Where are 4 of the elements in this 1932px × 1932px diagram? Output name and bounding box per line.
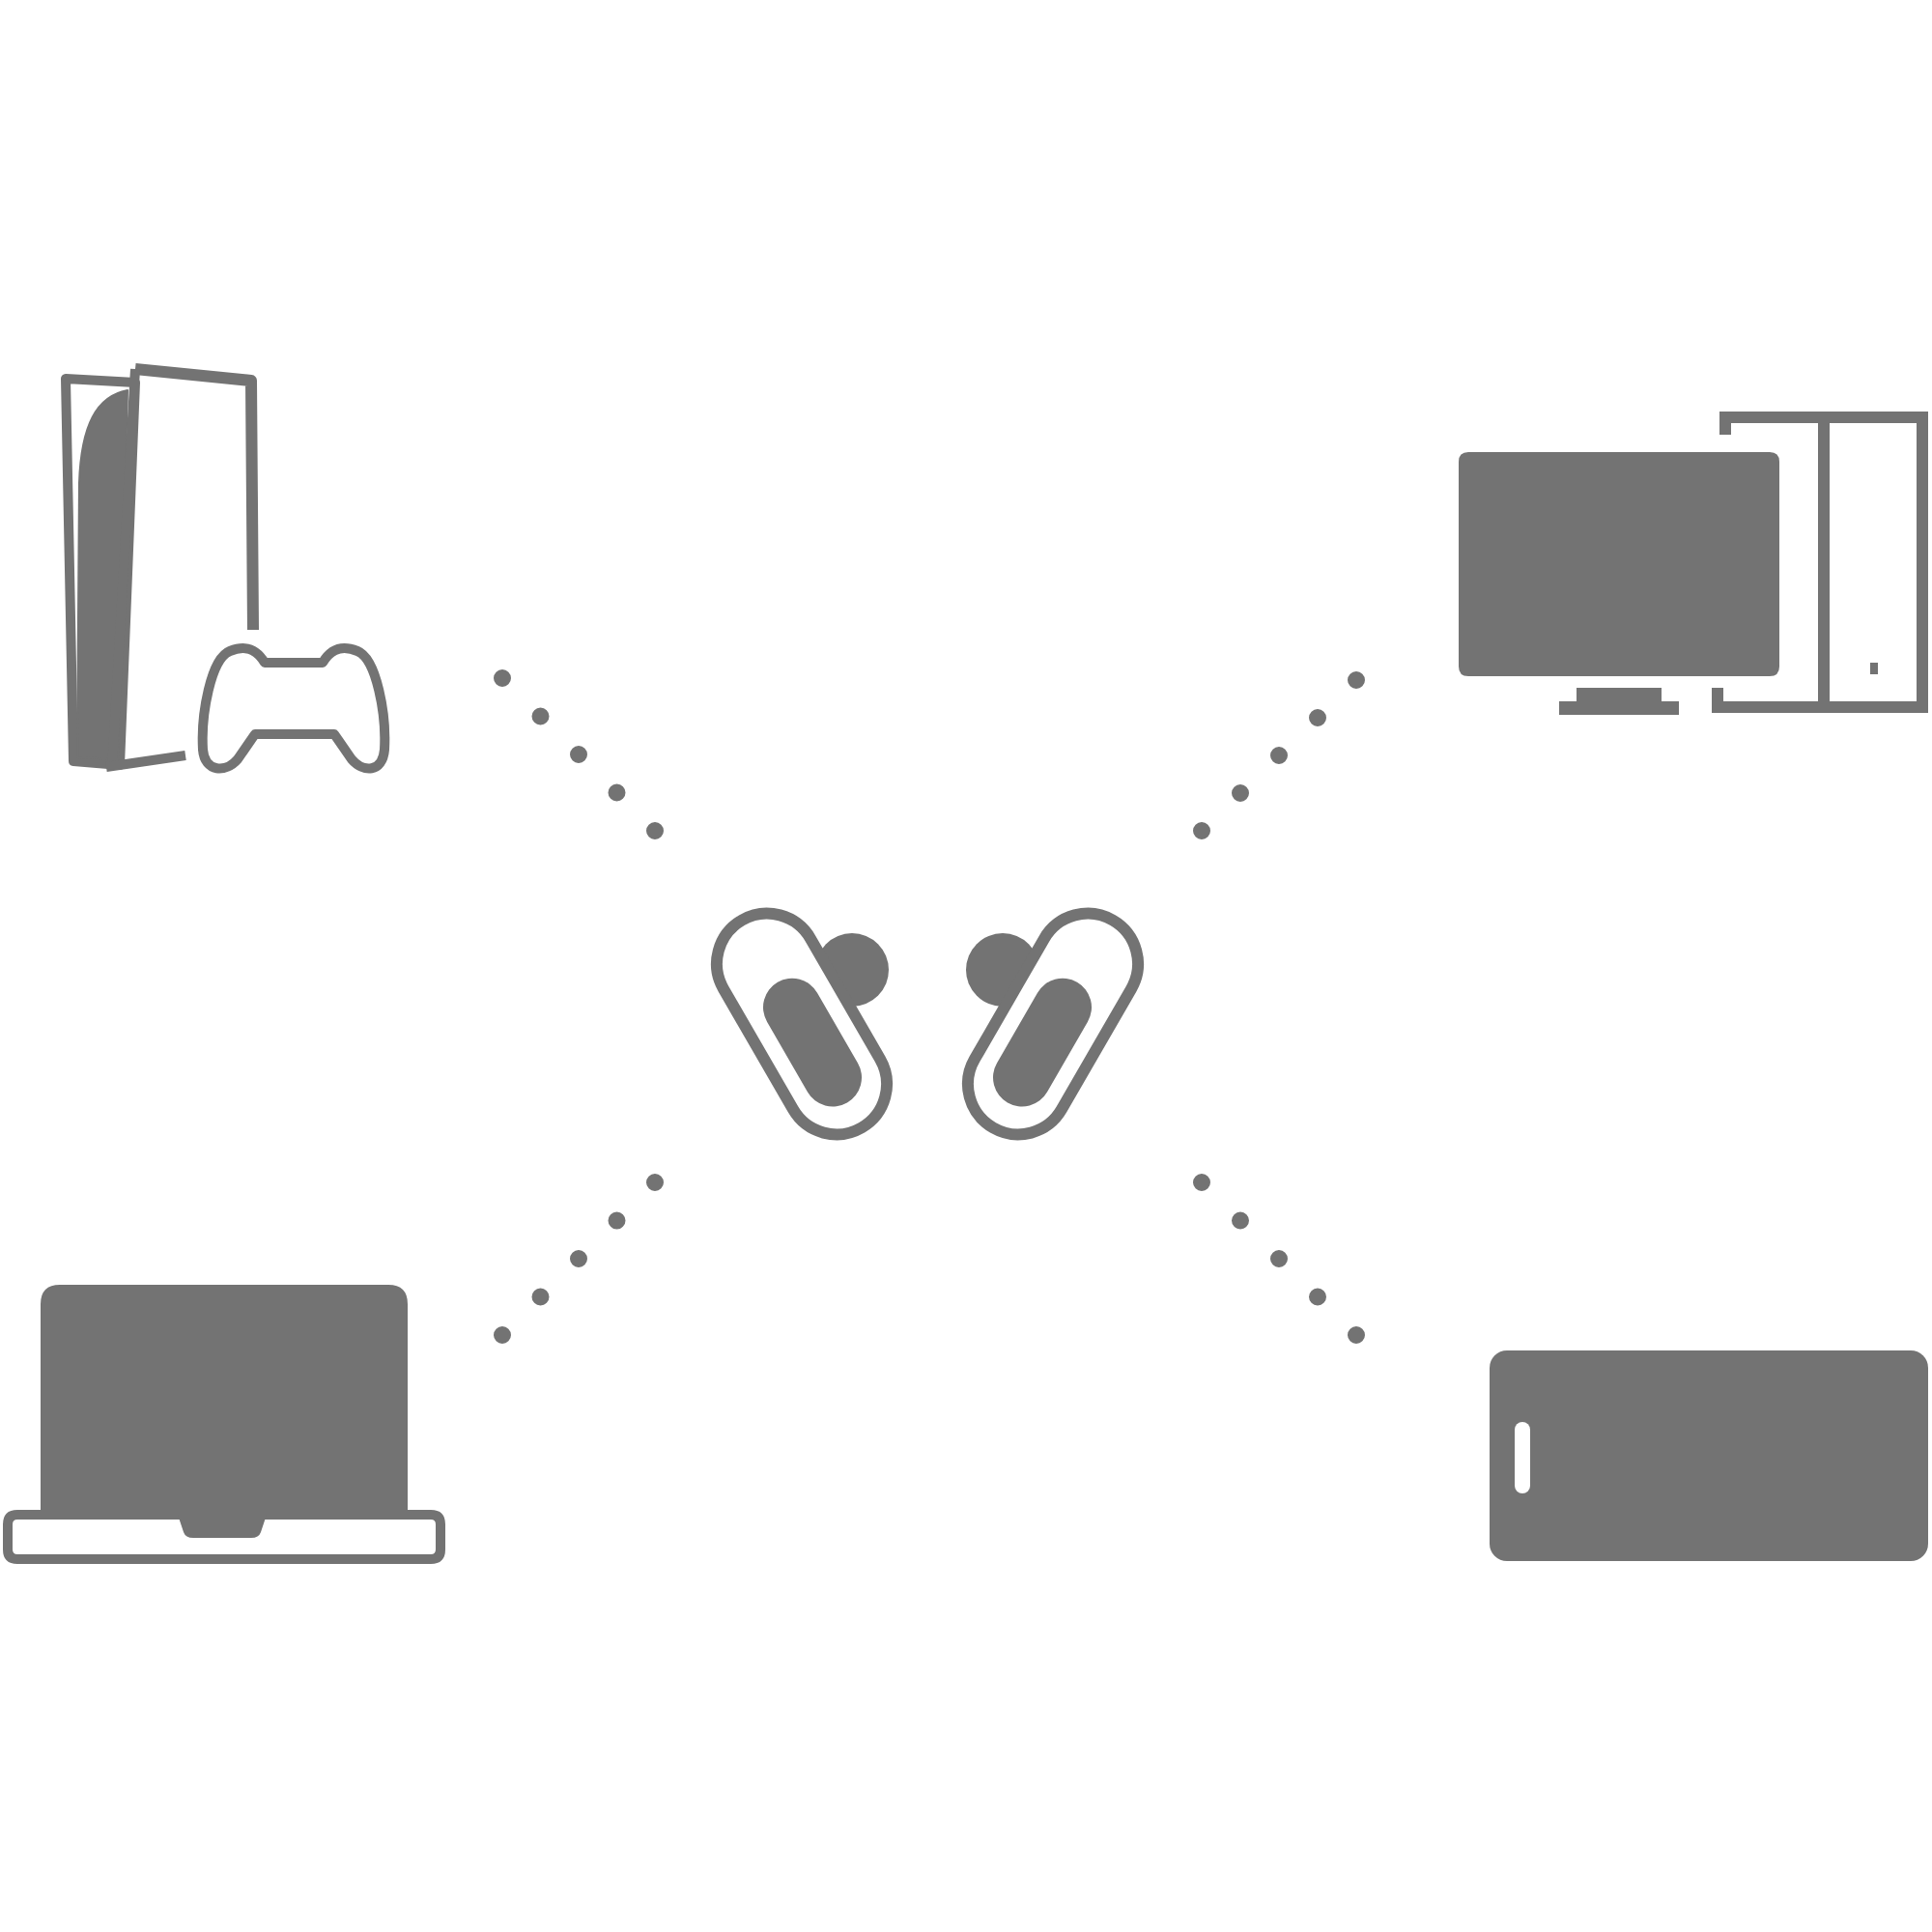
laptop-icon (0, 1283, 448, 1567)
desktop-computer-icon (1459, 410, 1932, 717)
game-console-controller-icon (58, 361, 390, 779)
smartphone-icon (1490, 1350, 1928, 1561)
